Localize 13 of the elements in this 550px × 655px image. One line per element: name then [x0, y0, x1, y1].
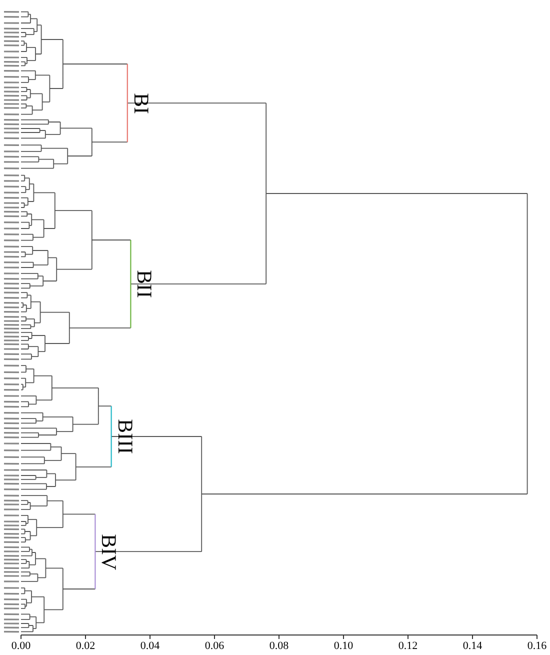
cluster-label: BI [130, 92, 152, 114]
tick-label: 0.00 [11, 640, 31, 652]
cluster-label: BIV [98, 534, 120, 570]
tick-label: 0.06 [204, 640, 224, 652]
tick-label: 0.08 [269, 640, 289, 652]
cluster-label: BIII [114, 418, 136, 454]
tick-label: 0.12 [398, 640, 418, 652]
tick-label: 0.10 [334, 640, 354, 652]
cluster-label: BII [134, 270, 155, 298]
tick-label: 0.02 [76, 640, 96, 652]
tick-label: 0.16 [527, 640, 547, 652]
tick-label: 0.04 [140, 640, 160, 652]
tick-label: 0.14 [462, 640, 482, 652]
